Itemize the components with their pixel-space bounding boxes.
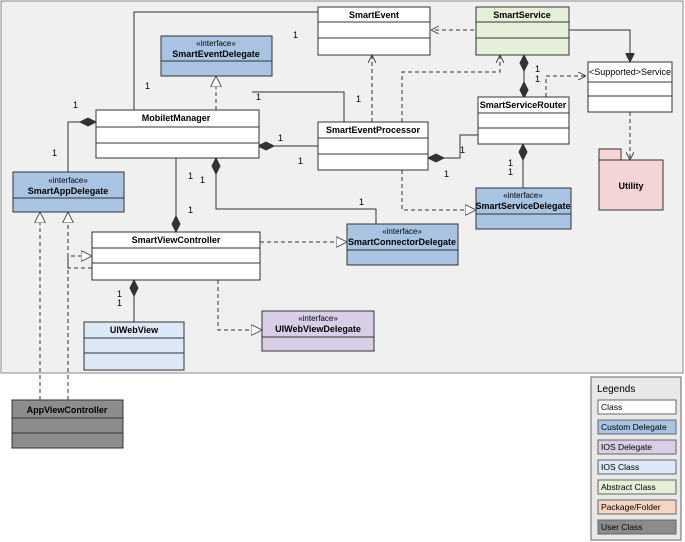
class-name: SmartServiceRouter bbox=[480, 100, 567, 110]
class-name: SmartServiceDelegate bbox=[475, 201, 570, 211]
realize-viewcontroller-webviewdelegate bbox=[217, 280, 262, 330]
class-smart-service-router[interactable]: SmartServiceRouter bbox=[477, 96, 570, 145]
gen-appviewcontroller-viewcontroller bbox=[67, 256, 92, 400]
legend-title: Legends bbox=[597, 384, 635, 395]
interface-smart-app-delegate[interactable]: «interface» SmartAppDelegate bbox=[12, 171, 125, 213]
legend-item: Class bbox=[597, 399, 677, 415]
legend-item: IOS Delegate bbox=[597, 439, 677, 455]
legend-swatch bbox=[597, 499, 677, 515]
multiplicity: 1 bbox=[117, 298, 122, 308]
multiplicity: 1 bbox=[73, 100, 78, 110]
class-ui-web-view[interactable]: UIWebView bbox=[83, 321, 185, 371]
class-name: <Supported>Service bbox=[589, 67, 671, 77]
multiplicity: 1 bbox=[117, 289, 122, 299]
multiplicity: 1 bbox=[359, 197, 364, 207]
legend-swatch bbox=[597, 399, 677, 415]
stereotype: «interface» bbox=[298, 314, 338, 323]
assoc-mobilet-event bbox=[134, 11, 318, 110]
class-smart-event-processor[interactable]: SmartEventProcessor bbox=[317, 121, 429, 171]
class-supported-service[interactable]: <Supported>Service bbox=[587, 61, 673, 113]
legend-label: User Class bbox=[601, 522, 643, 532]
legend-swatch bbox=[597, 439, 677, 455]
multiplicity: 1 bbox=[145, 81, 150, 91]
multiplicity: 1 bbox=[298, 156, 303, 166]
class-smart-view-controller[interactable]: SmartViewController bbox=[91, 231, 261, 281]
class-name: UIWebViewDelegate bbox=[275, 324, 361, 334]
stereotype: «interface» bbox=[48, 176, 88, 185]
legend-swatch bbox=[597, 479, 677, 495]
legend-swatch bbox=[597, 459, 677, 475]
multiplicity: 1 bbox=[460, 145, 465, 155]
legend-label: Abstract Class bbox=[601, 482, 656, 492]
class-name: SmartEventProcessor bbox=[326, 125, 421, 135]
legend-item: Custom Delegate bbox=[597, 419, 677, 435]
multiplicity-labels: 1 1 1 1 1 1 1 1 1 1 1 1 1 1 1 1 1 1 1 1 … bbox=[52, 30, 540, 308]
multiplicity: 1 bbox=[200, 175, 205, 185]
legend-item: IOS Class bbox=[597, 459, 677, 475]
class-name: AppViewController bbox=[27, 405, 108, 415]
comp-mobilet-appdelegate bbox=[67, 121, 80, 172]
legend-item: Abstract Class bbox=[597, 479, 677, 495]
multiplicity: 1 bbox=[52, 148, 57, 158]
class-smart-service[interactable]: SmartService bbox=[475, 6, 570, 56]
multiplicity: 1 bbox=[293, 30, 298, 40]
multiplicity: 1 bbox=[508, 158, 513, 168]
connectors bbox=[40, 11, 630, 400]
class-name: SmartService bbox=[493, 10, 551, 20]
multiplicity: 1 bbox=[508, 167, 513, 177]
legend-swatch bbox=[597, 519, 677, 535]
class-name: UIWebView bbox=[110, 325, 159, 335]
multiplicity: 1 bbox=[535, 74, 540, 84]
stereotype: «interface» bbox=[196, 39, 236, 48]
class-name: SmartConnectorDelegate bbox=[348, 237, 456, 247]
class-name: SmartEvent bbox=[349, 10, 399, 20]
class-name: SmartViewController bbox=[132, 235, 221, 245]
multiplicity: 1 bbox=[256, 92, 261, 102]
legend-label: IOS Class bbox=[601, 462, 639, 472]
class-name: MobiletManager bbox=[142, 113, 211, 123]
multiplicity: 1 bbox=[188, 171, 193, 181]
stereotype: «interface» bbox=[503, 191, 543, 200]
legend-swatch bbox=[597, 419, 677, 435]
interface-smart-connector-delegate[interactable]: «interface» SmartConnectorDelegate bbox=[346, 223, 459, 266]
multiplicity: 1 bbox=[535, 64, 540, 74]
dep-router-supported bbox=[545, 76, 586, 97]
assoc-mobilet-connector bbox=[215, 174, 377, 224]
class-name: SmartAppDelegate bbox=[28, 186, 109, 196]
class-app-view-controller[interactable]: AppViewController bbox=[11, 399, 124, 449]
package-name: Utility bbox=[618, 181, 643, 191]
legend-label: IOS Delegate bbox=[601, 442, 652, 452]
interface-ui-web-view-delegate[interactable]: «interface» UIWebViewDelegate bbox=[261, 310, 375, 352]
multiplicity: 1 bbox=[444, 169, 449, 179]
legend-item: Package/Folder bbox=[597, 499, 677, 515]
gen-service-supported bbox=[569, 29, 630, 62]
assoc-processor-router bbox=[444, 134, 478, 159]
interface-smart-event-delegate[interactable]: «interface» SmartEventDelegate bbox=[160, 35, 273, 77]
multiplicity: 1 bbox=[356, 94, 361, 104]
class-mobilet-manager[interactable]: MobiletManager bbox=[95, 109, 260, 159]
dep-processor-service bbox=[401, 55, 500, 122]
package-utility[interactable]: Utility bbox=[598, 148, 664, 211]
legend-label: Class bbox=[601, 402, 622, 412]
interface-smart-service-delegate[interactable]: «interface» SmartServiceDelegate bbox=[475, 187, 572, 230]
class-name: SmartEventDelegate bbox=[172, 49, 260, 59]
stereotype: «interface» bbox=[382, 227, 422, 236]
realize-viewcontroller-appdelegate bbox=[68, 212, 92, 269]
multiplicity: 1 bbox=[188, 205, 193, 215]
legend-label: Custom Delegate bbox=[601, 422, 667, 432]
legend-item: User Class bbox=[597, 519, 677, 535]
legend-label: Package/Folder bbox=[601, 502, 661, 512]
assoc-delegate-processor bbox=[252, 91, 344, 122]
class-smart-event[interactable]: SmartEvent bbox=[317, 6, 431, 56]
multiplicity: 1 bbox=[278, 133, 283, 143]
